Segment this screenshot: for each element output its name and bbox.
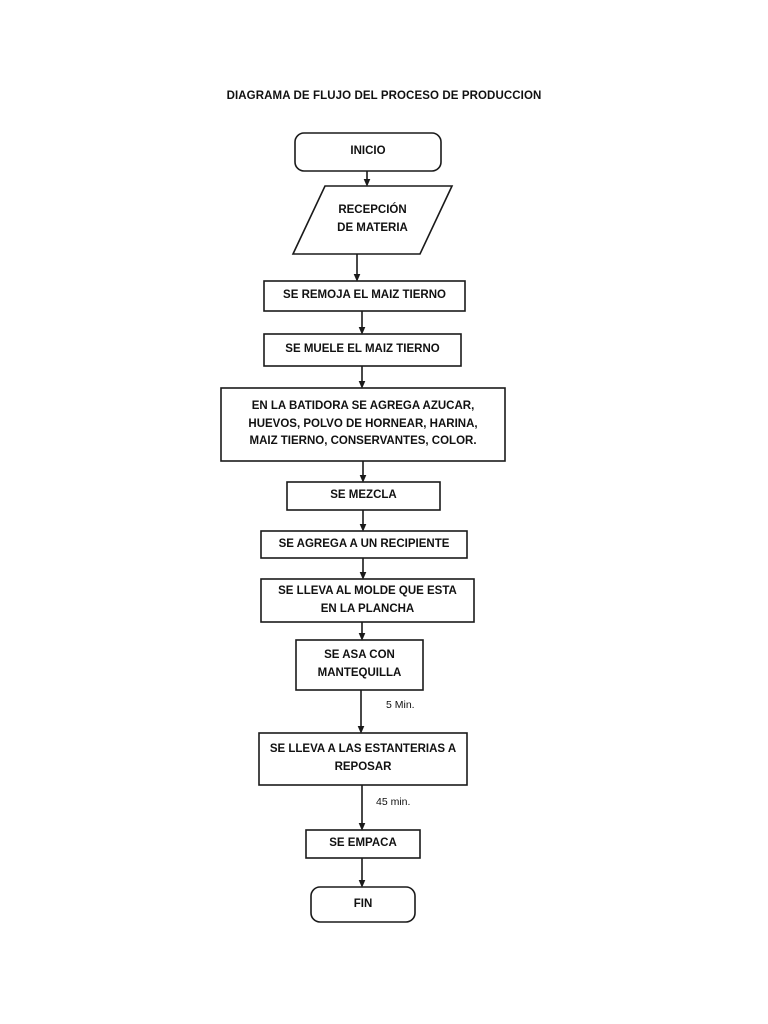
shape-batidora [220,387,506,462]
shape-muele [263,333,462,367]
shape-recipiente [260,530,468,559]
shape-mezcla [286,481,441,511]
shape-asa [295,639,424,691]
shape-recepcion [291,185,454,255]
shape-empaca [305,829,421,859]
shape-fin [310,886,416,923]
shape-estanterias [258,732,468,786]
edge-label-45-min: 45 min. [376,796,411,808]
shape-inicio [294,132,442,172]
shape-remoja [263,280,466,312]
edge-label-5-min: 5 Min. [386,699,415,711]
shape-molde [260,578,475,623]
page-title: DIAGRAMA DE FLUJO DEL PROCESO DE PRODUCC… [226,90,542,102]
